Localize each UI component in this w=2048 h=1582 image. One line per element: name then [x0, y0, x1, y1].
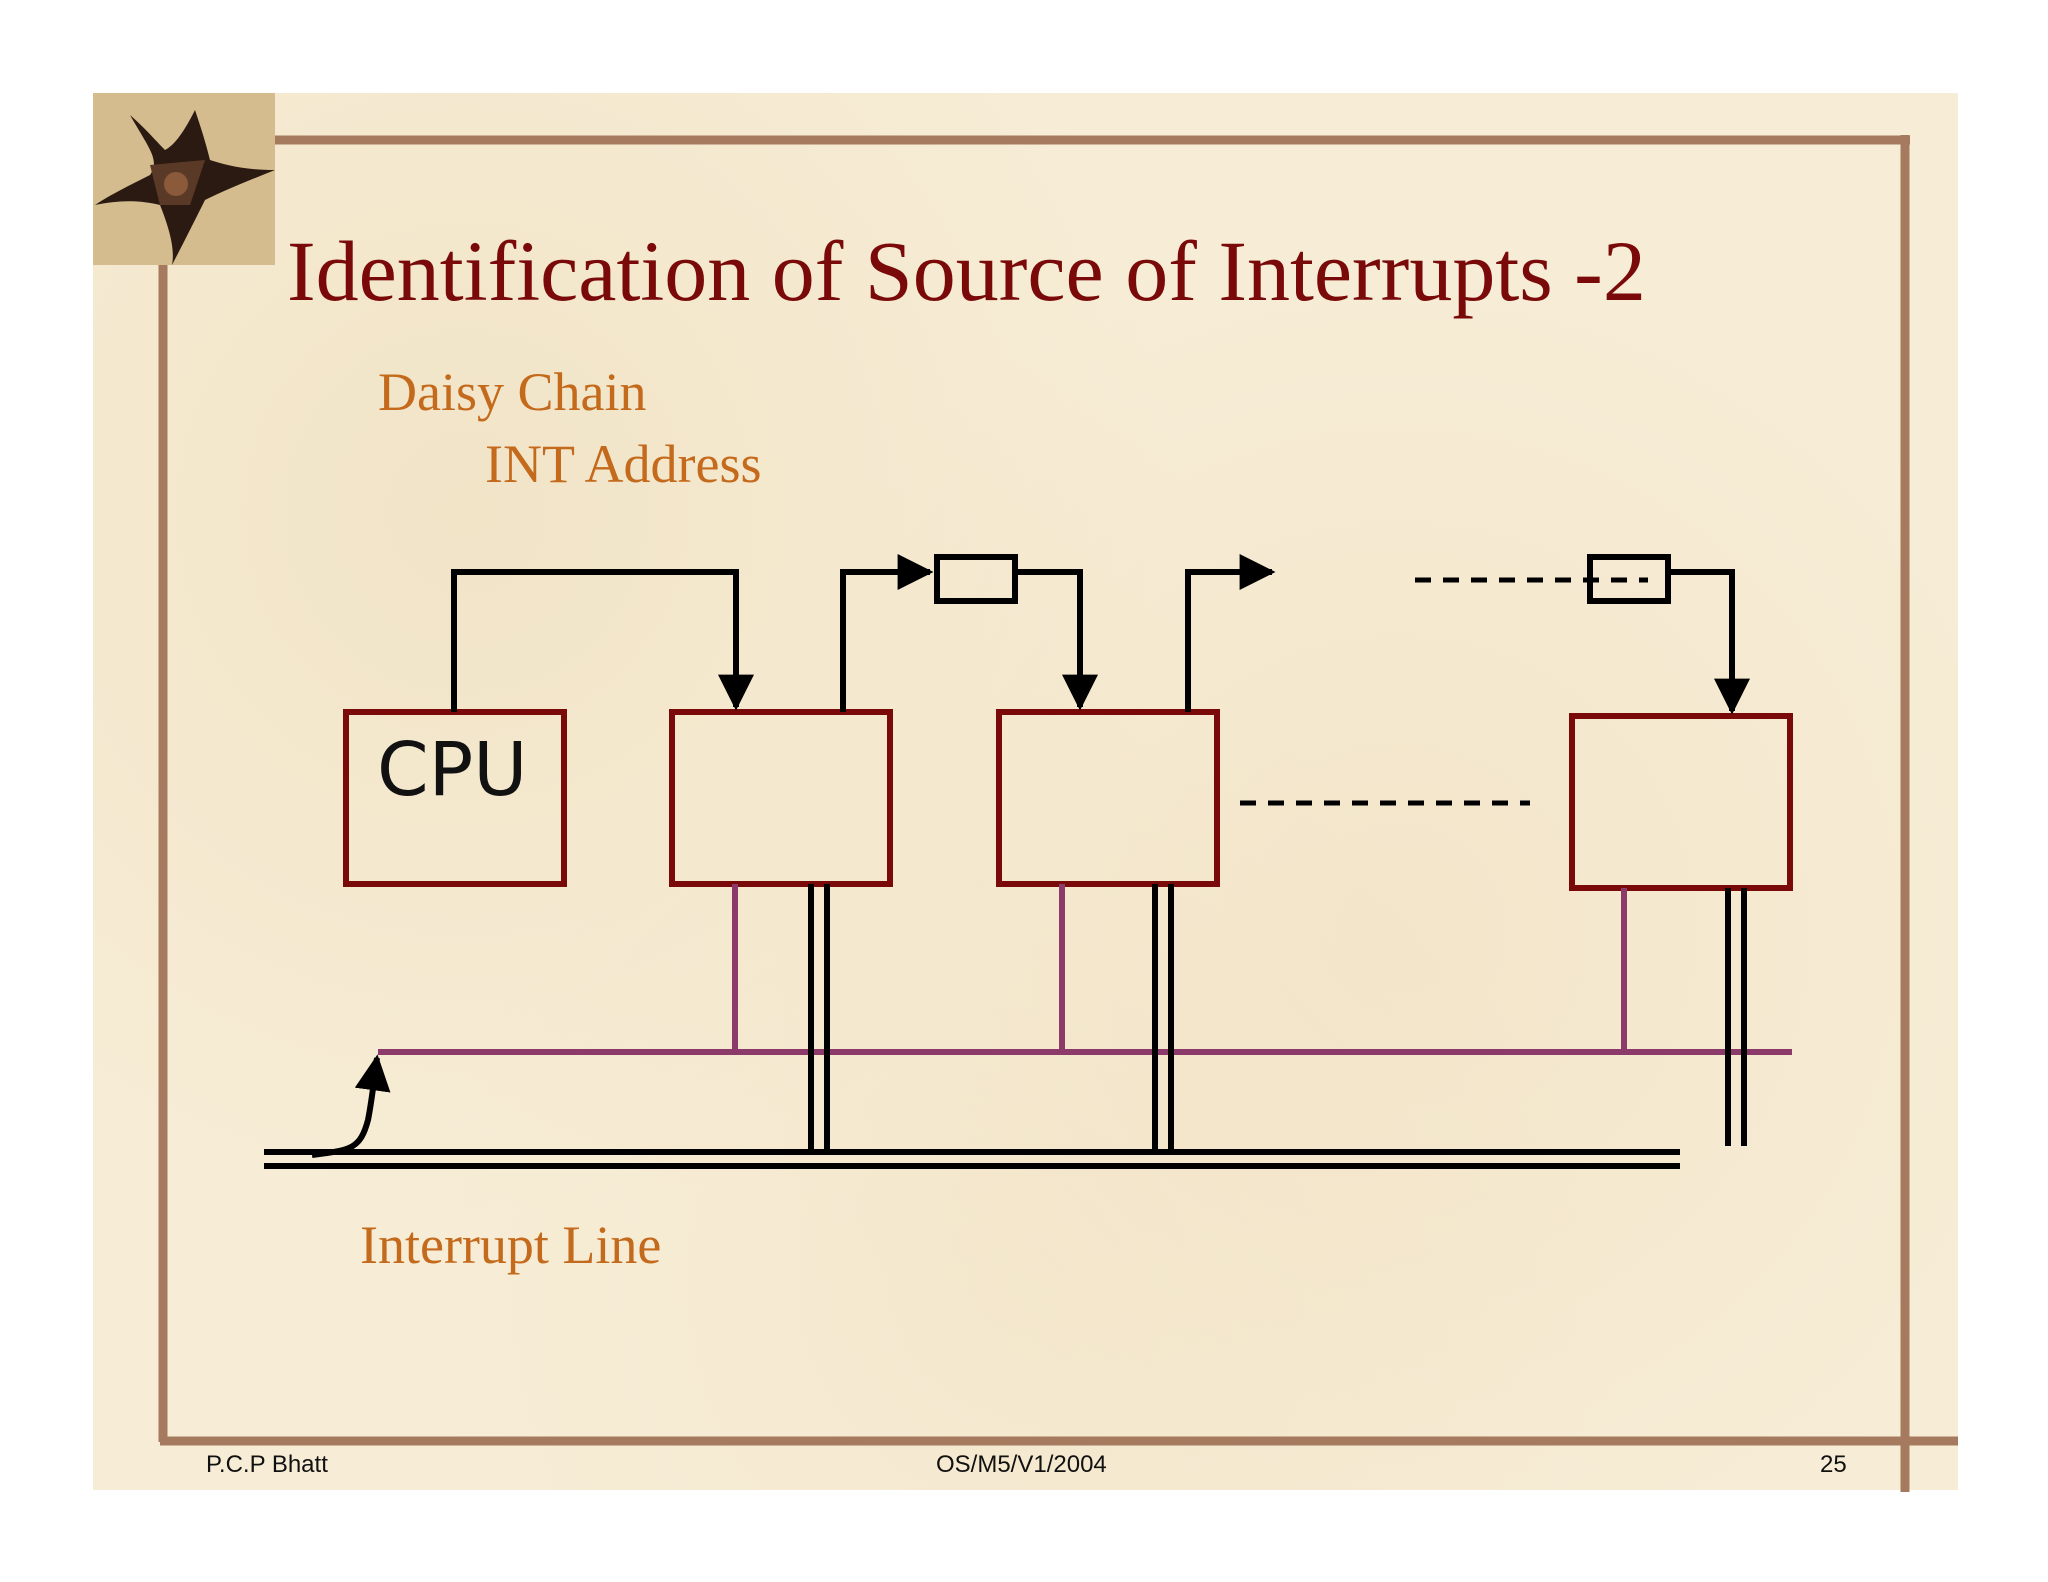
corner-logo — [93, 93, 275, 265]
footer-author: P.C.P Bhatt — [206, 1451, 328, 1478]
interrupt-arrow — [311, 1054, 391, 1158]
subtitle-daisy-chain: Daisy Chain — [378, 362, 647, 422]
device-box-1 — [669, 709, 893, 887]
cpu-label: CPU — [377, 727, 528, 813]
device-box-n — [1569, 713, 1793, 891]
caption-interrupt-line: Interrupt Line — [360, 1215, 662, 1275]
footer-code: OS/M5/V1/2004 — [936, 1451, 1107, 1478]
continuation-dashes — [1240, 577, 1648, 806]
slide-title: Identification of Source of Interrupts -… — [287, 223, 1646, 319]
device-box-2 — [996, 709, 1220, 887]
latch-box-n — [1587, 554, 1671, 604]
address-bus — [264, 884, 1747, 1169]
daisy-chain-wires — [451, 554, 1750, 715]
footer-page-number: 25 — [1820, 1451, 1847, 1478]
latch-box-1 — [934, 554, 1018, 604]
slide-background — [93, 93, 1958, 1490]
subtitle-int-address: INT Address — [485, 434, 762, 494]
slide-frame — [158, 135, 1958, 1492]
interrupt-line — [378, 884, 1792, 1055]
